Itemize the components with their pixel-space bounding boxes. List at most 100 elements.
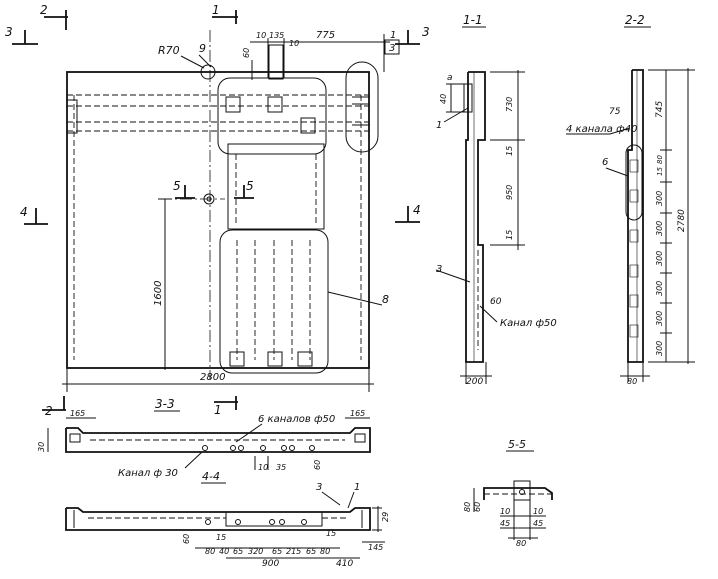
dim-45b: 45 <box>533 519 543 528</box>
channel-circle <box>202 445 208 451</box>
callout-6: 6 <box>602 157 608 168</box>
dim-r-80b: 80 <box>320 547 330 556</box>
section-2-2: 2-2 75 4 канала ф40 6 745 80 15 300 30 <box>566 13 695 386</box>
channel-circle <box>238 445 244 451</box>
dim-165a: 165 <box>70 409 85 418</box>
channel-circle <box>230 445 236 451</box>
dim-300-6: 300 <box>655 341 664 356</box>
dim-r-65b: 65 <box>272 547 282 556</box>
cut-5r-label: 5 <box>246 179 254 193</box>
anchor-detail <box>629 229 639 243</box>
channel-circle <box>235 519 241 525</box>
callout-3-box <box>384 39 400 55</box>
leader-channels <box>235 423 263 443</box>
opening-frame <box>227 143 325 230</box>
dim-29: 29 <box>381 512 390 522</box>
dim-900: 900 <box>262 559 279 569</box>
callout-1: 1 <box>354 482 360 493</box>
dim-r-40: 40 <box>219 547 229 556</box>
dim-60: 60 <box>490 297 502 307</box>
callout-3: 3 <box>389 43 395 54</box>
channel-circle <box>269 519 275 525</box>
dim-1600: 1600 <box>153 281 164 306</box>
anchor-detail <box>629 324 639 338</box>
dim-745: 745 <box>655 101 665 118</box>
leader-6 <box>605 167 629 177</box>
anchor-detail <box>629 294 639 308</box>
embedded-plate <box>300 117 316 134</box>
section-4-4: 3 1 29 60 15 15 80 40 65 320 65 215 65 8… <box>65 482 390 569</box>
dim-300-5: 300 <box>655 311 664 326</box>
end-slot <box>354 433 366 443</box>
channel-circle <box>309 445 315 451</box>
dim-80: 80 <box>656 155 664 164</box>
embedded-plate <box>267 96 283 113</box>
section-5-5: 5-5 80 60 10 10 45 45 80 <box>463 438 553 548</box>
leader-channel <box>479 305 498 323</box>
channel-circle <box>281 445 287 451</box>
channel-label: Канал ф50 <box>500 318 557 329</box>
cut-5-label: 5 <box>173 179 181 193</box>
channel-circle <box>260 445 266 451</box>
dim-r-320: 320 <box>248 547 263 556</box>
dim-r-80a: 80 <box>205 547 215 556</box>
dim-775: 775 <box>316 30 335 41</box>
dim-300-3: 300 <box>655 251 664 266</box>
dim-145: 145 <box>368 543 383 552</box>
callout-ellipse-6 <box>625 144 643 221</box>
dim-950: 950 <box>505 185 514 200</box>
dim-10b: 10 <box>289 39 299 48</box>
leader-channel30 <box>184 451 203 469</box>
callout-1: 1 <box>390 30 396 41</box>
dim-15b: 15 <box>505 230 514 240</box>
section-1-1: 1-1 a 40 730 15 950 15 1 3 60 Канал ф50 … <box>435 13 557 387</box>
dim-60: 60 <box>182 534 191 544</box>
panel-outline <box>66 71 370 369</box>
cut-4-label: 4 <box>20 205 28 219</box>
dim-80b: 80 <box>516 539 526 548</box>
insert-detail <box>513 480 531 501</box>
dim-15: 15 <box>656 167 664 176</box>
leader-3 <box>435 269 471 283</box>
section-3-3-title: 3-3 <box>155 397 175 411</box>
leader-3 <box>321 491 341 506</box>
lower-reinforcement-zone <box>219 229 329 374</box>
section-1-1-profile <box>465 71 486 363</box>
dim-r-65c: 65 <box>306 547 316 556</box>
cut-2-label: 2 <box>45 404 53 418</box>
cut-1-label: 1 <box>214 403 222 417</box>
channels-label: 4 канала ф40 <box>566 124 637 135</box>
dim-60: 60 <box>242 48 251 58</box>
dim-10a: 10 <box>500 507 510 516</box>
channel-circle <box>301 519 307 525</box>
dim-30: 30 <box>37 442 46 452</box>
dim-15b: 15 <box>326 529 336 538</box>
dim-80a: 80 <box>463 502 472 512</box>
dim-45a: 45 <box>500 519 510 528</box>
section-1-1-title: 1-1 <box>463 13 483 27</box>
dim-135: 135 <box>269 31 284 40</box>
anchor-detail <box>629 159 639 173</box>
dim-10b: 10 <box>533 507 543 516</box>
section-5-5-title: 5-5 <box>508 438 526 451</box>
end-slot <box>69 433 81 443</box>
lifting-loop <box>268 44 284 80</box>
insert-hole <box>519 489 525 495</box>
leader-9 <box>198 54 212 68</box>
section-4-4-profile <box>65 507 371 531</box>
cut-3-label: 3 <box>5 25 13 39</box>
channel-circle <box>205 519 211 525</box>
bottom-plate <box>267 351 283 367</box>
dim-300-1: 300 <box>655 191 664 206</box>
dim-80w: 80 <box>627 377 637 386</box>
leader-channels <box>566 127 631 135</box>
channel30-label: Канал ф 30 <box>118 468 178 479</box>
leader-r70 <box>180 55 205 69</box>
dim-15a: 15 <box>216 533 226 542</box>
dim-300-2: 300 <box>655 221 664 236</box>
callout-ellipse-1 <box>345 61 379 153</box>
plan-view: 10 135 10 775 R70 9 1 3 60 8 1600 2800 2… <box>5 3 430 392</box>
dim-300-4: 300 <box>655 281 664 296</box>
